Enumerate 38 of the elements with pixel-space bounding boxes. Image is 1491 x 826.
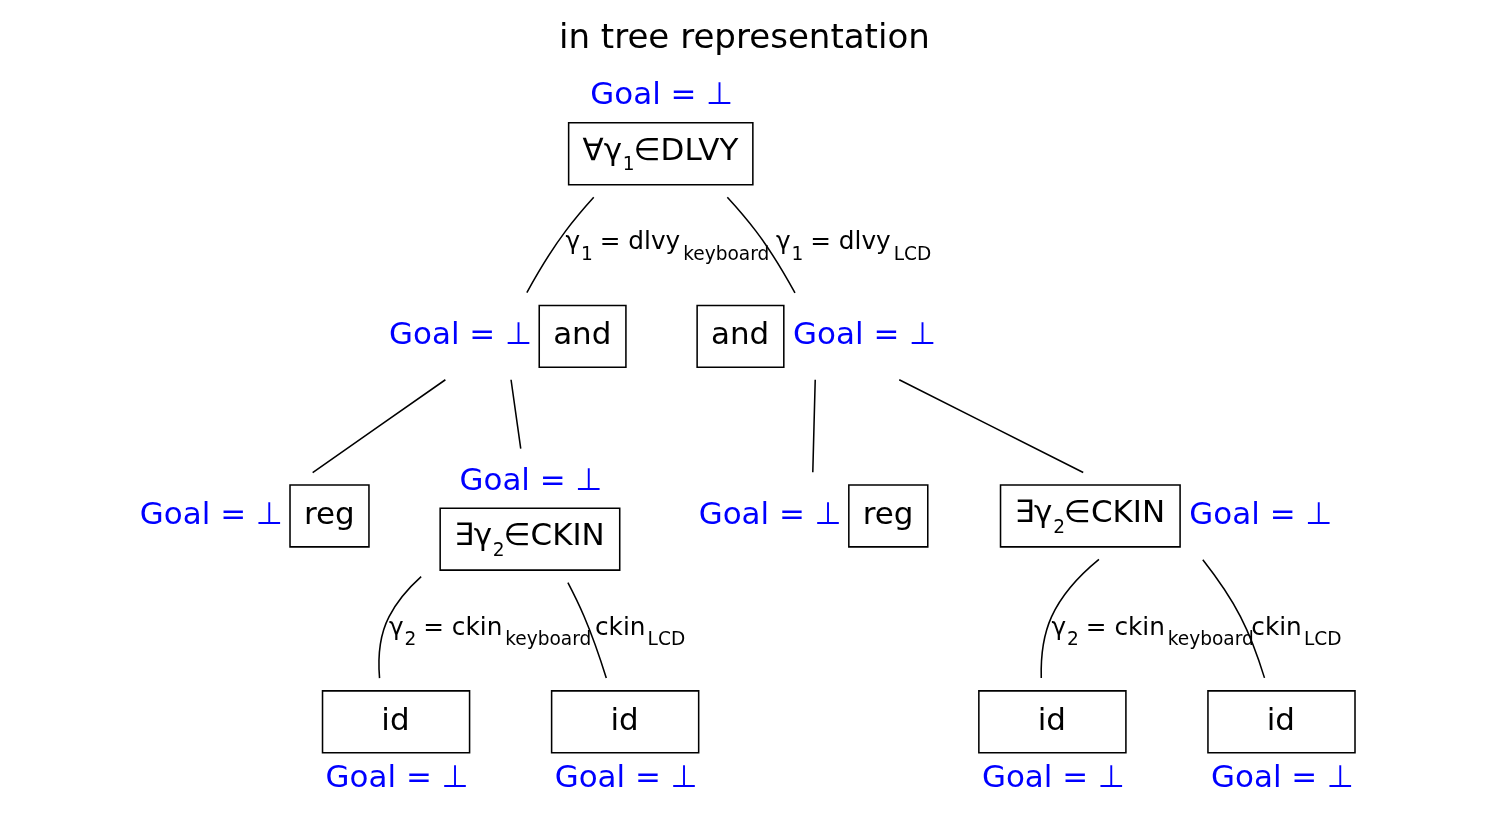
connector — [378, 575, 422, 679]
node-label: Goal = ⊥ — [325, 757, 469, 794]
node-box: id — [1207, 690, 1356, 754]
edge-label: ckin$_{LCD}$ — [1251, 611, 1342, 650]
node-box: id — [978, 690, 1127, 754]
connector — [311, 378, 447, 474]
connector — [812, 378, 816, 474]
node-box: and — [538, 304, 627, 369]
node-box: ∀γ$_{1}$∈DLVY — [567, 122, 754, 186]
node-box: id — [550, 690, 700, 754]
connector — [526, 196, 595, 294]
edge-label: γ$_{1}$ = dlvy$_{keyboard}$ — [565, 226, 770, 264]
node-label: Goal = ⊥ — [793, 315, 937, 352]
edge-label: γ$_{2}$ = ckin$_{keyboard}$ — [389, 611, 592, 650]
node-box: reg — [289, 484, 370, 548]
connector — [1040, 558, 1100, 679]
node-label: Goal = ⊥ — [981, 757, 1125, 794]
node-label: Goal = ⊥ — [459, 460, 603, 497]
edge-label: ckin$_{LCD}$ — [594, 611, 686, 650]
node-label: Goal = ⊥ — [1211, 757, 1355, 794]
diagram-title: in tree representation — [558, 15, 930, 56]
connector — [726, 196, 796, 294]
node-label: Goal = ⊥ — [139, 494, 283, 531]
node-label: Goal = ⊥ — [698, 494, 842, 531]
node-label: Goal = ⊥ — [554, 757, 698, 794]
node-box: and — [696, 304, 785, 369]
edge-label: γ$_{1}$ = dlvy$_{LCD}$ — [776, 226, 932, 264]
connector — [567, 581, 608, 679]
node-box: id — [321, 690, 471, 754]
node-label: Goal = ⊥ — [1189, 494, 1333, 531]
node-box: reg — [848, 484, 929, 548]
connector — [510, 378, 522, 450]
connector — [898, 378, 1084, 474]
node-label: Goal = ⊥ — [590, 75, 734, 112]
node-box: ∃γ$_{2}$∈CKIN — [439, 507, 621, 571]
connector — [1202, 559, 1266, 679]
node-box: ∃γ$_{2}$∈CKIN — [999, 484, 1181, 548]
node-label: Goal = ⊥ — [389, 315, 533, 352]
